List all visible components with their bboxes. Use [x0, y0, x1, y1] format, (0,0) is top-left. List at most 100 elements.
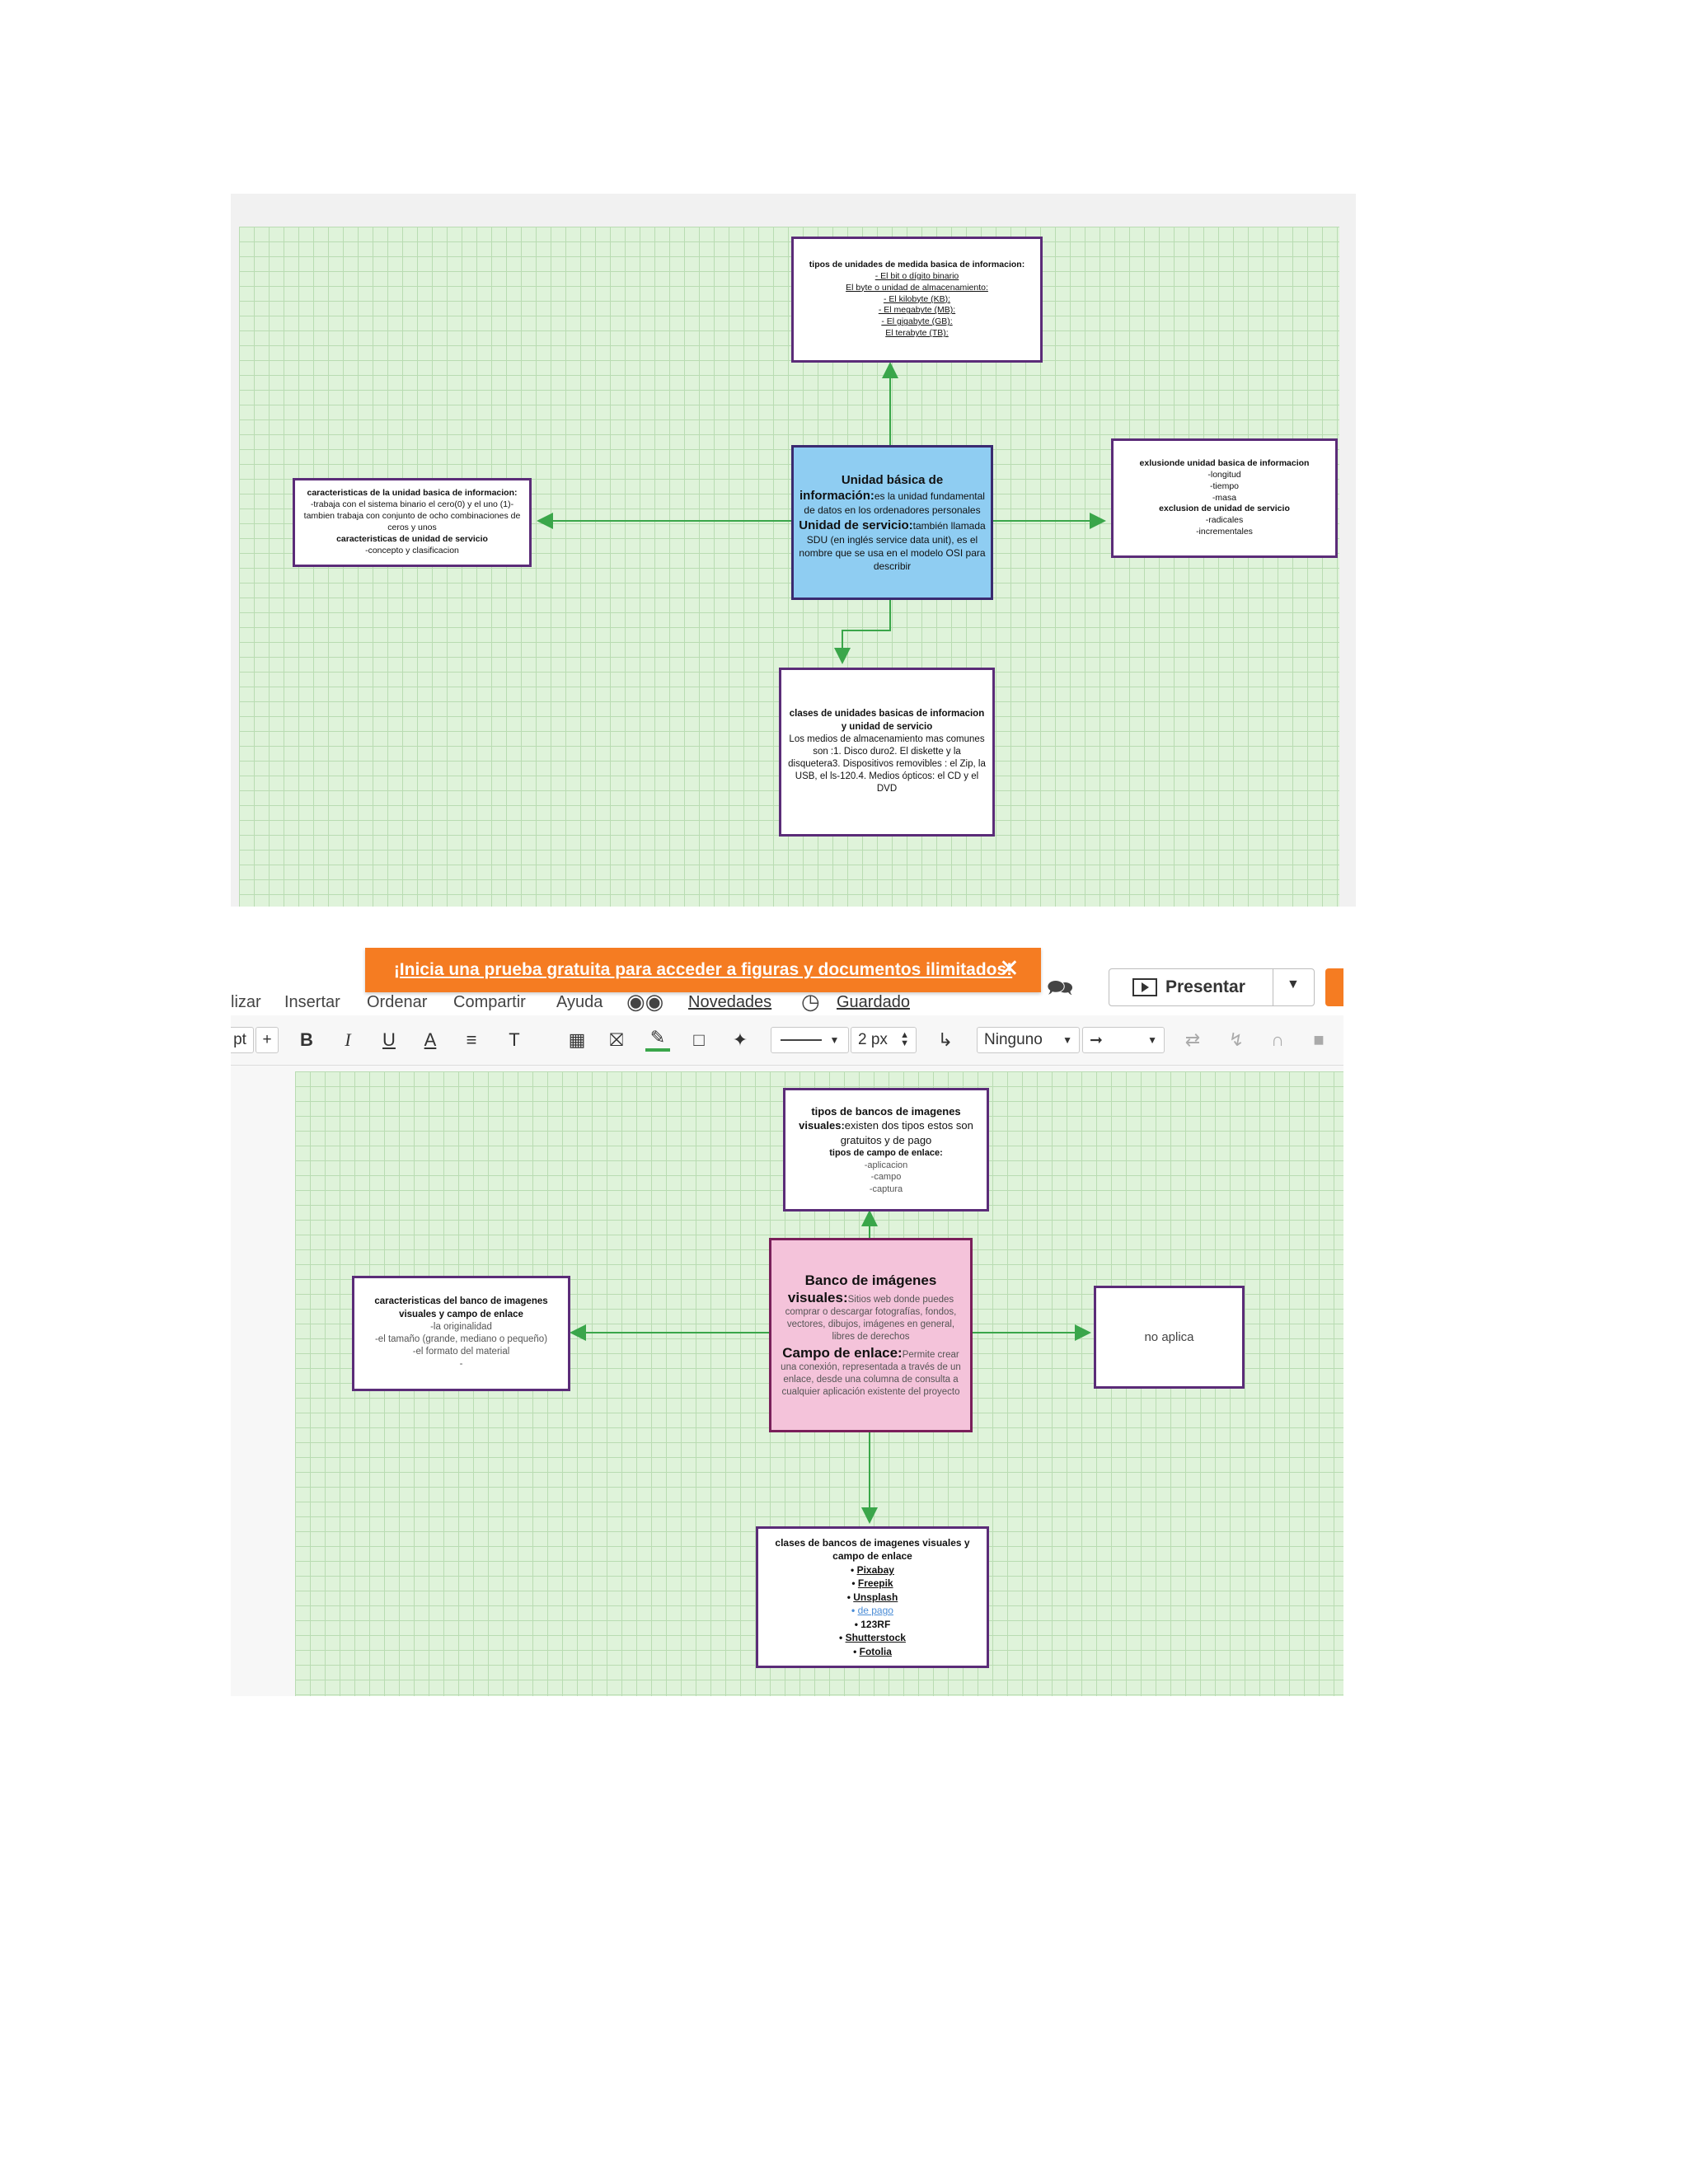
node-line: -aplicacion [864, 1160, 908, 1170]
node-line: El byte o unidad de almacenamiento: [846, 282, 988, 293]
node-line: -el tamaño (grande, mediano o pequeño) [374, 1334, 548, 1344]
menu-ordenar[interactable]: Ordenar [367, 993, 428, 1011]
node-text: Los medios de almacenamiento mas comunes… [788, 733, 986, 794]
connector-lines [537, 362, 1106, 664]
connector-lines [570, 1210, 1091, 1524]
swap-arrows-icon[interactable]: ⇄ [1184, 1029, 1201, 1050]
font-size-increase-button[interactable]: + [256, 1027, 279, 1053]
arrow-end-select[interactable]: ➞ ▼ [1082, 1027, 1165, 1053]
trial-banner[interactable]: ¡Inicia una prueba gratuita para acceder… [365, 948, 1041, 992]
font-color-button[interactable]: A [424, 1029, 437, 1050]
connector-style-icon[interactable]: ↳ [937, 1029, 954, 1050]
trial-banner-text[interactable]: ¡Inicia una prueba gratuita para acceder… [393, 960, 1013, 979]
close-icon[interactable]: ✕ [998, 955, 1020, 982]
node-title: exclusion de unidad de servicio [1159, 504, 1290, 514]
node-line: -campo [870, 1172, 902, 1183]
menu-insertar[interactable]: Insertar [284, 993, 340, 1011]
list-item[interactable]: Unsplash [853, 1591, 898, 1603]
comment-icon[interactable]: 🗪 [1047, 975, 1074, 1000]
endpoint-select[interactable]: Ninguno ▼ [977, 1027, 1080, 1053]
node-text: no aplica [1144, 1329, 1194, 1344]
node-line: -el formato del material [412, 1347, 510, 1357]
node-text: -concepto y clasificacion [365, 545, 459, 555]
list-item[interactable]: Freepik [857, 1577, 893, 1590]
chevron-down-icon: ▼ [1147, 1034, 1157, 1046]
node-caracteristicas-unidad[interactable]: caracteristicas de la unidad basica de i… [293, 478, 532, 567]
text-options-button[interactable]: T [509, 1029, 520, 1050]
node-title: tipos de campo de enlace: [829, 1148, 943, 1159]
canvas-grid [239, 227, 1339, 907]
orange-action-button[interactable] [1325, 968, 1343, 1006]
node-text: Sitios web donde puedes comprar o descar… [785, 1294, 957, 1343]
align-button[interactable]: ≡ [466, 1029, 477, 1050]
menu-visualizar[interactable]: lizar [231, 993, 261, 1011]
node-title: clases de unidades basicas de informacio… [789, 709, 985, 732]
image-icon[interactable]: □ [693, 1029, 705, 1050]
node-text: -trabaja con el sistema binario el cero(… [303, 499, 521, 532]
menu-compartir[interactable]: Compartir [453, 993, 526, 1011]
line-color-icon[interactable]: ✎ [645, 1027, 670, 1052]
menu-ayuda[interactable]: Ayuda [556, 993, 603, 1011]
node-line: - El gigabyte (GB): [881, 316, 953, 327]
list-item[interactable]: de pago [857, 1605, 893, 1617]
node-title: tipos de unidades de medida basica de in… [809, 259, 1025, 269]
node-title: clases de bancos de imagenes visuales y … [775, 1536, 970, 1563]
node-line: -longitud [1207, 469, 1241, 480]
present-label: Presentar [1165, 977, 1245, 996]
guardado-link[interactable]: Guardado [837, 993, 910, 1011]
arrow-right-icon: ➞ [1090, 1031, 1103, 1049]
line-style-select[interactable]: ▼ [771, 1027, 849, 1053]
node-line: - El megabyte (MB): [878, 305, 956, 316]
chevron-down-icon: ▼ [1062, 1034, 1072, 1046]
node-line: - El kilobyte (KB): [883, 293, 951, 304]
node-caracteristicas-banco[interactable]: caracteristicas del banco de imagenes vi… [352, 1276, 570, 1391]
node-title: tipos de bancos de imagenes visuales: [799, 1104, 961, 1132]
italic-button[interactable]: I [345, 1029, 351, 1050]
editor-screenshot-2: lizar Insertar Ordenar Compartir Ayuda ◉… [231, 948, 1343, 1696]
play-icon [1132, 978, 1157, 996]
node-title: Banco de imágenes visuales: [787, 1272, 937, 1305]
node-text: también llamada SDU (en inglés service d… [799, 520, 986, 572]
lock-icon[interactable]: ■ [1313, 1029, 1325, 1050]
chevron-down-icon[interactable]: ▼ [1287, 977, 1300, 991]
diagram-screenshot-1: tipos de unidades de medida basica de in… [231, 194, 1356, 907]
format-toolbar: pt + B I U A ≡ T ▦ ⛝ ✎ □ ✦ ▼ 2 px ▲▼ ↳ N… [231, 1015, 1343, 1066]
node-text: es la unidad fundamental de datos en los… [804, 490, 985, 517]
stroke-width-value: 2 px [858, 1031, 888, 1048]
bold-button[interactable]: B [300, 1029, 313, 1050]
present-button[interactable]: Presentar ▼ [1109, 968, 1315, 1006]
line-style-preview [780, 1039, 822, 1041]
table-icon[interactable]: ▦ [568, 1029, 586, 1050]
list-item[interactable]: Shutterstock [845, 1632, 906, 1644]
magic-wand-icon[interactable]: ✦ [732, 1029, 748, 1050]
node-title: Unidad básica de información: [799, 472, 944, 504]
list-item[interactable]: Pixabay [856, 1563, 894, 1576]
node-title: caracteristicas de la unidad basica de i… [307, 488, 518, 499]
list-item[interactable]: 123RF [860, 1618, 891, 1630]
node-text: existen dos tipos estos son gratuitos y … [840, 1119, 973, 1146]
novedades-link[interactable]: Novedades [688, 993, 772, 1011]
node-line: - El bit o dígito binario [874, 270, 959, 281]
node-unidad-basica[interactable]: Unidad básica de información:es la unida… [791, 445, 993, 600]
node-tipos-unidades[interactable]: tipos de unidades de medida basica de in… [791, 237, 1043, 363]
node-exclusion[interactable]: exlusionde unidad basica de informacion … [1111, 438, 1338, 558]
binoculars-icon[interactable]: ◉◉ [626, 989, 664, 1014]
arc-icon[interactable]: ∩ [1271, 1029, 1284, 1050]
node-clases-bancos[interactable]: clases de bancos de imagenes visuales y … [756, 1526, 989, 1668]
node-line: El terabyte (TB): [885, 328, 949, 339]
chevron-down-icon: ▼ [829, 1034, 840, 1046]
history-clock-icon[interactable]: ◷ [801, 989, 820, 1014]
node-no-aplica[interactable]: no aplica [1094, 1286, 1245, 1389]
node-line: -captura [869, 1183, 903, 1194]
node-title: Campo de enlace: [782, 1344, 903, 1361]
list-item[interactable]: Fotolia [859, 1645, 892, 1657]
node-banco-imagenes[interactable]: Banco de imágenes visuales:Sitios web do… [769, 1238, 973, 1432]
node-clases-unidades[interactable]: clases de unidades basicas de informacio… [779, 668, 995, 837]
stroke-width-input[interactable]: 2 px ▲▼ [851, 1027, 917, 1053]
underline-button[interactable]: U [382, 1029, 396, 1050]
font-size-unit[interactable]: pt [231, 1027, 254, 1053]
node-title: caracteristicas de unidad de servicio [336, 533, 488, 544]
lightning-icon[interactable]: ↯ [1228, 1029, 1245, 1050]
node-tipos-bancos[interactable]: tipos de bancos de imagenes visuales:exi… [783, 1088, 989, 1212]
fill-bucket-icon[interactable]: ⛝ [609, 1029, 624, 1050]
